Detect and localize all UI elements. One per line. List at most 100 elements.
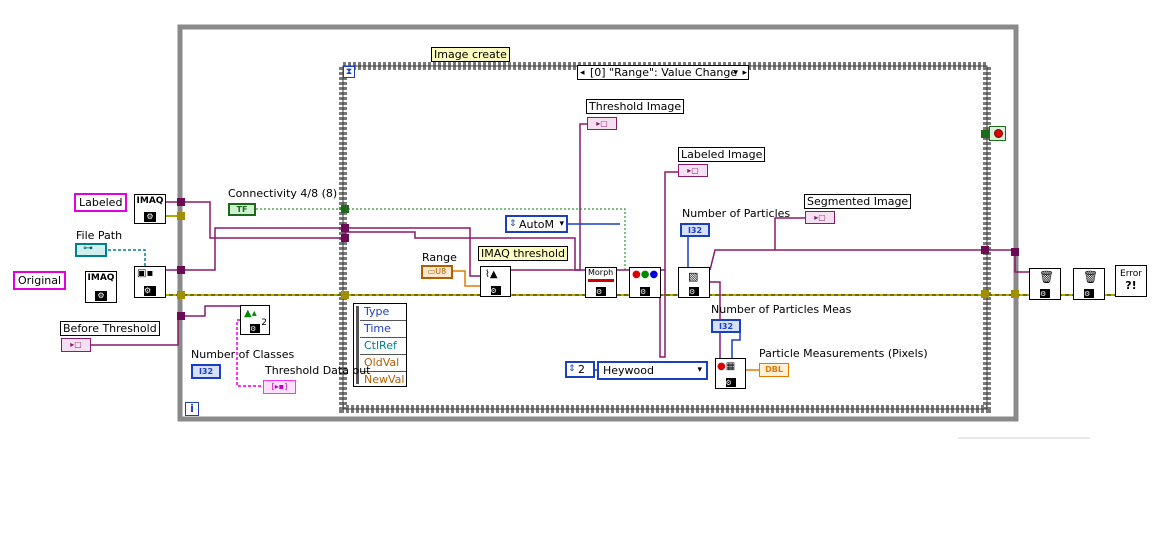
tunnel-out-image — [1011, 248, 1019, 256]
range-terminal[interactable]: ▭U8 — [421, 265, 453, 279]
event-data-bar — [356, 306, 359, 384]
event-data-ctlref[interactable]: CtlRef — [360, 338, 406, 355]
chevron-down-icon[interactable]: ▾ — [559, 219, 564, 229]
event-case-selector[interactable]: ◂ [0] "Range": Value Change ▾ ▸ — [577, 65, 749, 80]
number-of-particles-meas-terminal[interactable]: I32 — [711, 319, 741, 333]
tunnel-event-out-image — [981, 246, 989, 254]
imaq-morphology-node[interactable]: Morph ⚙ — [585, 267, 617, 298]
chevron-down-icon[interactable]: ▾ — [697, 365, 702, 375]
event-data-node[interactable]: Type Time CtlRef OldVal NewVal — [353, 303, 407, 387]
number-of-particles-label: Number of Particles — [682, 207, 791, 220]
particle-measurements-label: Particle Measurements (Pixels) — [759, 347, 928, 360]
while-loop-frame — [177, 24, 1019, 422]
error-text: Error — [1120, 269, 1142, 279]
imaq-icon: ⚙ — [250, 324, 260, 333]
imaq-label-node[interactable]: ●●● ⚙ — [629, 267, 661, 298]
number-of-particles-meas-label: Number of Particles Meas — [711, 303, 852, 316]
method-ring-text: AutoM — [519, 218, 555, 231]
particle-analysis-icon: ●▦ — [717, 361, 736, 372]
particle-measurements-terminal[interactable]: DBL — [759, 363, 789, 377]
floppy-icon: ▣▪ — [137, 268, 154, 279]
morph-text: Morph — [588, 268, 614, 277]
event-timeout-icon: ⧗ — [343, 66, 355, 78]
tunnel-bool — [341, 205, 349, 213]
imaq-create-labeled[interactable]: IMAQ ⚙ — [134, 194, 166, 224]
range-label: Range — [422, 251, 457, 264]
number-of-particles-terminal[interactable]: I32 — [680, 223, 710, 237]
error-icon: ?! — [1125, 279, 1137, 292]
event-data-time[interactable]: Time — [360, 321, 406, 338]
connectivity-terminal[interactable]: TF — [228, 203, 256, 216]
heywood-ring-text: Heywood — [603, 364, 654, 377]
threshold-image-terminal[interactable]: ▸▢ — [587, 117, 617, 130]
tunnel-event-image-1 — [341, 224, 349, 232]
tunnel-error-in — [177, 212, 185, 220]
imaq-dispose-node-1[interactable]: 🗑 ⚙ — [1029, 268, 1061, 300]
trash-icon: 🗑 — [1039, 270, 1055, 284]
stop-icon — [994, 129, 1003, 138]
tunnel-image-in — [177, 198, 185, 206]
heywood-index-text: 2 — [578, 363, 585, 376]
heywood-ring-constant[interactable]: Heywood ▾ — [597, 361, 708, 380]
imaq-particle-analysis-node[interactable]: ●▦ ⚙ — [715, 358, 746, 389]
tunnel-error-main — [177, 291, 185, 299]
ring-increment-icon: ⇕ — [568, 364, 576, 374]
segmented-image-terminal[interactable]: ▸▢ — [805, 211, 835, 224]
tunnel-out-error — [1011, 290, 1019, 298]
histogram-icon: ▲▴ — [244, 308, 257, 319]
imaq-icon: ⚙ — [596, 287, 606, 296]
decrement-case-icon[interactable]: ◂ — [580, 68, 585, 78]
stop-terminal[interactable] — [989, 126, 1006, 141]
imaq-icon: ⚙ — [1084, 289, 1094, 298]
clustering-threshold-node[interactable]: ▲▴ 2 ⚙ — [240, 305, 270, 335]
imaq-icon: ⚙ — [725, 378, 736, 387]
imaq-threshold-node[interactable]: ⌇▲ ⚙ — [480, 266, 511, 297]
before-threshold-terminal[interactable]: ▸▢ — [61, 338, 91, 352]
heywood-index-constant[interactable]: ⇕ 2 — [565, 361, 595, 378]
imaq-create-original[interactable]: IMAQ ⚙ — [85, 271, 117, 303]
file-path-control[interactable]: ⊶ — [75, 243, 107, 257]
imaq-threshold-label: IMAQ threshold — [478, 246, 569, 261]
iteration-terminal: i — [185, 402, 199, 416]
event-data-newval[interactable]: NewVal — [364, 373, 405, 386]
labeled-control[interactable]: Labeled — [74, 193, 128, 212]
particles-icon: ●●● — [632, 269, 659, 280]
imaq-segmentation-node[interactable]: ▧ ⚙ — [678, 267, 710, 298]
increment-case-icon[interactable]: ▸ — [742, 68, 747, 78]
labeled-image-label: Labeled Image — [678, 147, 766, 162]
chevron-down-icon[interactable]: ▾ — [733, 68, 738, 78]
threshold-data-out-terminal[interactable]: [▸▪] — [263, 380, 296, 394]
imaq-icon: ⚙ — [144, 212, 156, 222]
path-icon: ⊶ — [83, 243, 93, 254]
number-of-classes-terminal[interactable]: I32 — [191, 364, 221, 379]
threshold-data-out-label: Threshold Data out — [265, 364, 371, 377]
imaq-icon: ⚙ — [640, 287, 650, 296]
threshold-image-label: Threshold Image — [586, 99, 685, 114]
imaq-icon: ⚙ — [490, 286, 501, 295]
imaq-dispose-node-2[interactable]: 🗑 ⚙ — [1073, 268, 1105, 300]
tunnel-event-image-2 — [341, 234, 349, 242]
simple-error-handler-node[interactable]: Error ?! — [1115, 265, 1147, 297]
file-path-label: File Path — [76, 229, 123, 242]
imaq-icon: ⚙ — [95, 291, 107, 301]
ring-increment-icon: ⇕ — [509, 219, 517, 229]
before-threshold-label: Before Threshold — [60, 321, 160, 336]
tunnel-image-orig — [177, 266, 185, 274]
segment-icon: ▧ — [688, 270, 699, 283]
labeled-image-terminal[interactable]: ▸▢ — [678, 164, 708, 177]
trash-icon: 🗑 — [1083, 270, 1099, 284]
event-data-oldval[interactable]: OldVal — [360, 355, 406, 372]
imaq-read-file[interactable]: ▣▪ ⚙ — [134, 266, 166, 298]
event-data-type[interactable]: Type — [360, 304, 406, 321]
tunnel-event-error — [341, 291, 349, 299]
method-ring-constant[interactable]: ⇕ AutoM ▾ — [505, 215, 568, 233]
connectivity-label: Connectivity 4/8 (8) — [228, 187, 338, 200]
tunnel-event-out-error — [981, 290, 989, 298]
tunnel-before-threshold — [177, 312, 185, 320]
threshold-icon: ⌇▲ — [485, 269, 498, 280]
imaq-icon: ⚙ — [689, 287, 699, 296]
imaq-icon: ⚙ — [1040, 289, 1050, 298]
original-control[interactable]: Original — [13, 271, 67, 290]
event-case-selector-text: [0] "Range": Value Change — [590, 66, 738, 79]
